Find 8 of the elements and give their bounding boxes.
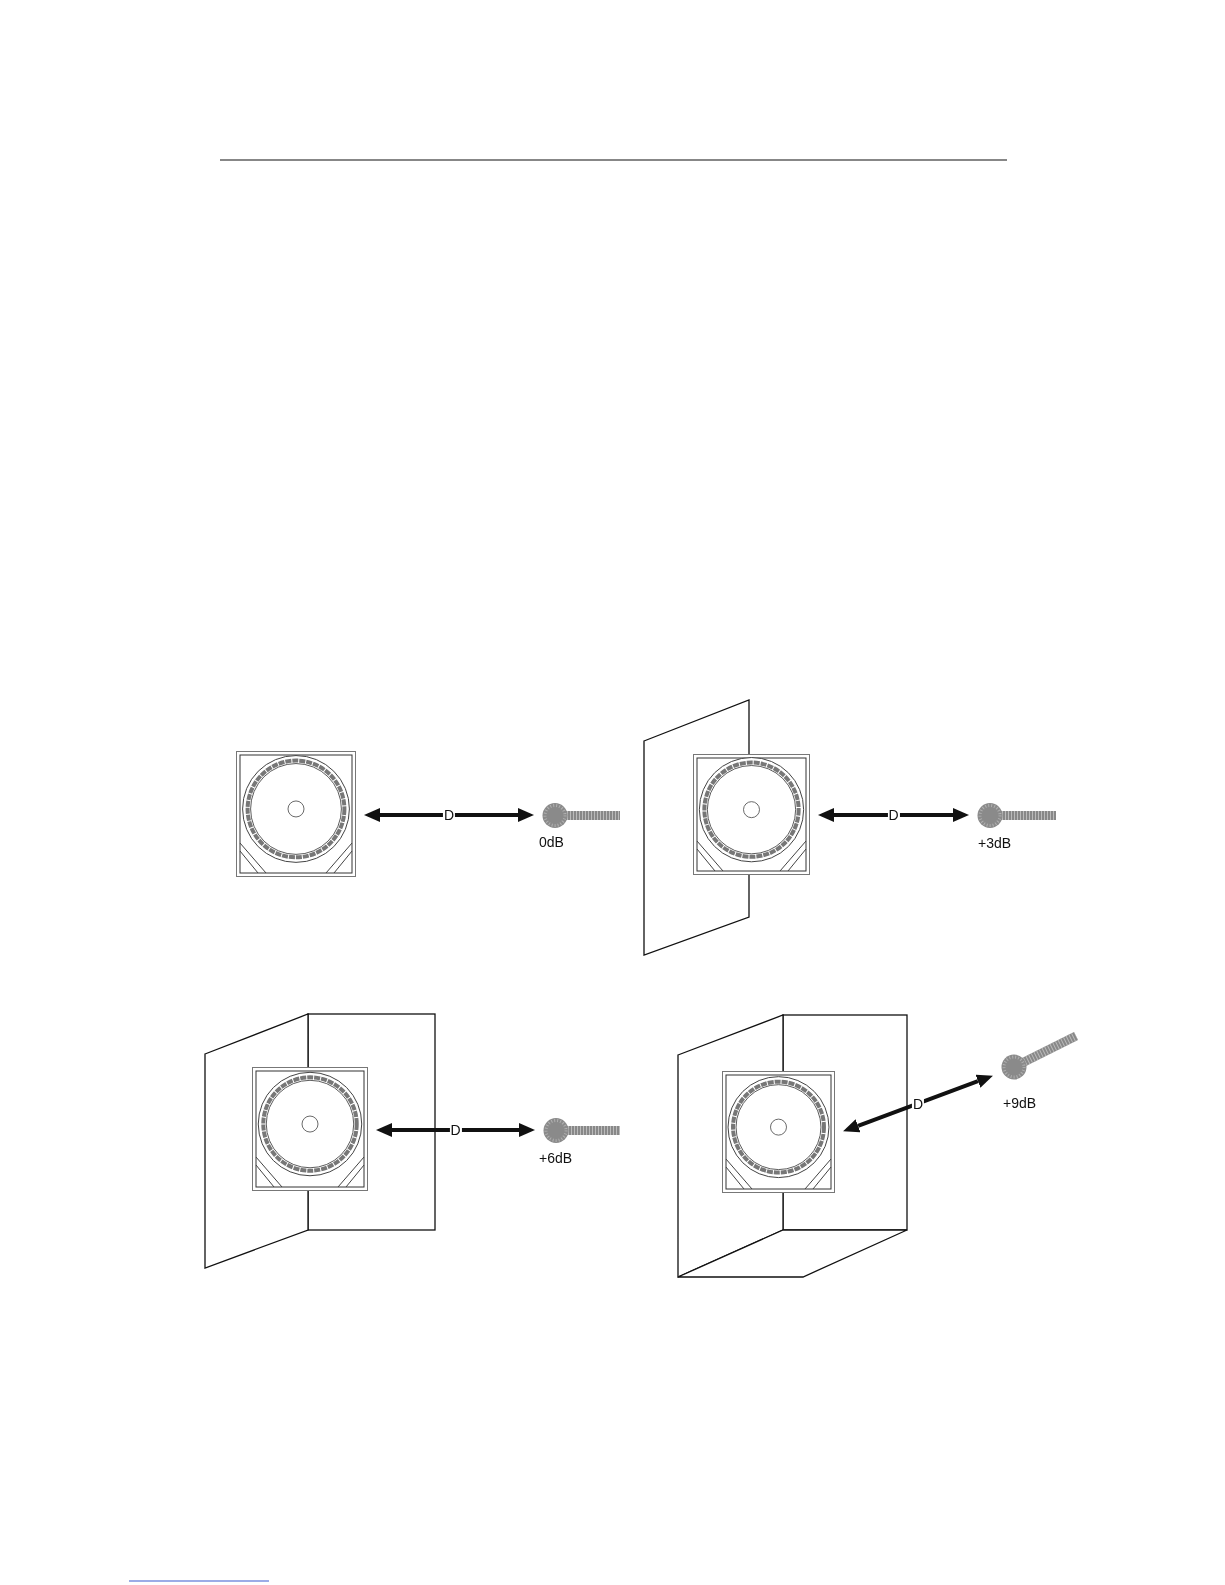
level-label: 0dB [539,834,564,850]
level-label: +3dB [978,835,1012,851]
level-label: +9dB [1003,1095,1037,1111]
level-label: +6dB [539,1150,573,1166]
edge-label: D [449,1122,462,1138]
edge-label: D [911,1096,925,1111]
edge-label: D [887,807,900,823]
edge-label: D [442,807,456,823]
